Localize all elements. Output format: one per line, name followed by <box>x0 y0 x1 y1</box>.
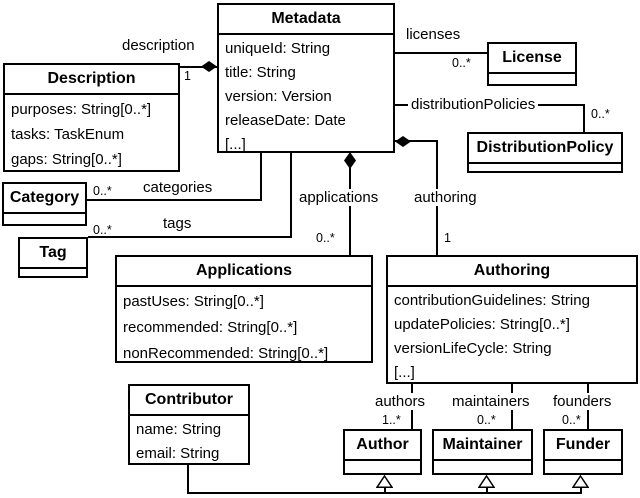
class-title: Authoring <box>388 257 636 287</box>
generalization-arrow-icon <box>572 475 589 488</box>
class-metadata: Metadata uniqueId: String title: String … <box>217 3 395 153</box>
attribute-row: purposes: String[0..*] <box>11 101 152 118</box>
distribution-policies-label: distributionPolicies <box>408 96 539 113</box>
distribution-policies-association-line <box>583 104 585 132</box>
class-title: Funder <box>545 431 621 461</box>
class-title: Tag <box>20 239 86 269</box>
class-attributes: name: String email: String <box>130 416 248 463</box>
class-author: Author <box>343 429 422 475</box>
attribute-row: uniqueId: String <box>225 40 331 57</box>
authors-label: authors <box>372 393 429 410</box>
class-attributes <box>545 461 621 473</box>
attribute-row: [...] <box>394 364 415 381</box>
distribution-policies-multiplicity: 0..* <box>591 107 610 121</box>
class-attributes <box>469 164 621 171</box>
attribute-row: updatePolicies: String[0..*] <box>394 316 570 333</box>
applications-label: applications <box>296 189 382 206</box>
maintainers-label: maintainers <box>449 393 533 410</box>
authoring-label: authoring <box>411 189 480 206</box>
class-attributes: contributionGuidelines: String updatePol… <box>388 287 636 382</box>
description-multiplicity: 1 <box>184 69 191 83</box>
class-title: DistributionPolicy <box>469 134 621 164</box>
attribute-row: gaps: String[0..*] <box>11 151 122 168</box>
categories-multiplicity: 0..* <box>93 184 112 198</box>
class-authoring: Authoring contributionGuidelines: String… <box>386 255 638 384</box>
licenses-association-line <box>395 52 487 54</box>
class-title: Metadata <box>219 5 393 35</box>
composition-diamond-icon <box>344 152 356 169</box>
attribute-row: versionLifeCycle: String <box>394 340 552 357</box>
class-applications: Applications pastUses: String[0..*] reco… <box>115 255 373 363</box>
class-distribution-policy: DistributionPolicy <box>467 132 623 173</box>
generalization-line <box>580 487 582 494</box>
attribute-row: name: String <box>136 421 222 438</box>
tags-association-line <box>88 236 292 238</box>
class-attributes <box>345 461 420 473</box>
class-description: Description purposes: String[0..*] tasks… <box>3 63 180 172</box>
class-title: Applications <box>117 257 371 287</box>
generalization-arrow-icon <box>478 475 495 488</box>
class-attributes <box>434 461 531 473</box>
generalization-line <box>384 487 386 494</box>
attribute-row: email: String <box>136 445 220 462</box>
class-tag: Tag <box>18 237 88 278</box>
class-contributor: Contributor name: String email: String <box>128 384 250 465</box>
class-attributes: purposes: String[0..*] tasks: TaskEnum g… <box>5 95 178 170</box>
attribute-row: releaseDate: Date <box>225 112 346 129</box>
categories-association-line <box>260 153 262 201</box>
class-attributes: pastUses: String[0..*] recommended: Stri… <box>117 287 371 361</box>
attribute-row: pastUses: String[0..*] <box>123 293 264 310</box>
founders-label: founders <box>550 393 615 410</box>
class-title: Author <box>345 431 420 461</box>
attribute-row: nonRecommended: String[0..*] <box>123 345 329 361</box>
description-association-line <box>180 66 217 68</box>
attribute-row: title: String <box>225 64 296 81</box>
licenses-multiplicity: 0..* <box>452 56 471 70</box>
generalization-arrow-icon <box>376 475 393 488</box>
authoring-association-line <box>395 140 438 142</box>
attribute-row: version: Version <box>225 88 332 105</box>
attribute-row: [...] <box>225 136 246 151</box>
class-title: Description <box>5 65 178 95</box>
founders-multiplicity: 0..* <box>559 414 584 427</box>
tags-label: tags <box>163 215 192 232</box>
categories-label: categories <box>143 179 213 196</box>
composition-diamond-icon <box>201 61 217 72</box>
generalization-line <box>187 465 189 494</box>
maintainers-multiplicity: 0..* <box>474 414 499 427</box>
class-attributes <box>4 214 85 224</box>
attribute-row: contributionGuidelines: String <box>394 292 590 309</box>
class-title: Category <box>4 184 85 214</box>
class-attributes <box>20 269 86 276</box>
licenses-label: licenses <box>406 26 461 43</box>
composition-diamond-icon <box>395 136 411 147</box>
applications-multiplicity: 0..* <box>316 231 335 245</box>
authors-multiplicity: 1..* <box>379 414 404 427</box>
class-maintainer: Maintainer <box>432 429 533 475</box>
attribute-row: tasks: TaskEnum <box>11 126 125 143</box>
class-category: Category <box>2 182 87 226</box>
generalization-line <box>486 487 488 494</box>
class-title: Contributor <box>130 386 248 416</box>
class-funder: Funder <box>543 429 623 475</box>
class-title: License <box>489 44 575 74</box>
description-label: description <box>122 37 195 54</box>
class-attributes: uniqueId: String title: String version: … <box>219 35 393 151</box>
class-title: Maintainer <box>434 431 531 461</box>
authoring-multiplicity: 1 <box>444 231 451 245</box>
class-attributes <box>489 74 575 84</box>
class-license: License <box>487 42 577 86</box>
attribute-row: recommended: String[0..*] <box>123 319 298 336</box>
tags-association-line <box>290 153 292 238</box>
categories-association-line <box>87 199 262 201</box>
tags-multiplicity: 0..* <box>93 223 112 237</box>
